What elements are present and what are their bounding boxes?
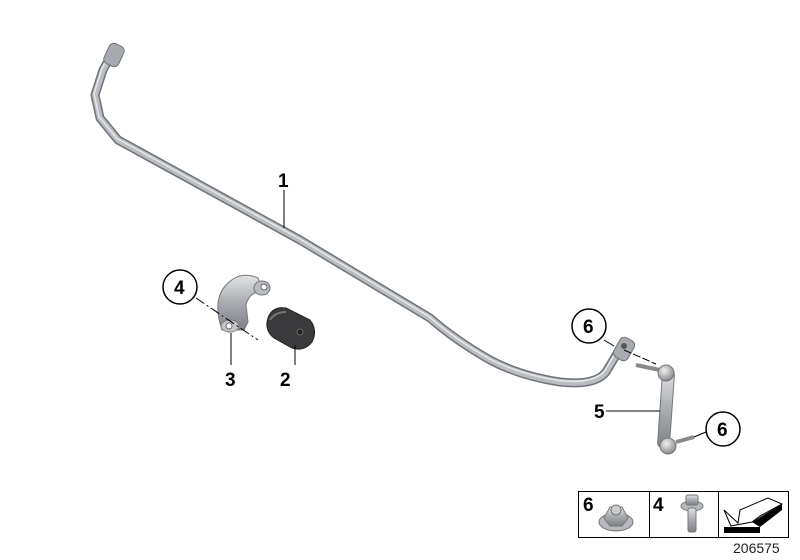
callout-circle-6-lower bbox=[705, 411, 741, 447]
callout-circle-6-upper bbox=[571, 308, 607, 344]
bracket[interactable] bbox=[217, 274, 271, 333]
leader-lines bbox=[195, 190, 707, 438]
arrow-icon bbox=[723, 497, 784, 533]
callout-5: 5 bbox=[594, 402, 605, 423]
parts-box-nut-label: 6 bbox=[583, 495, 594, 516]
callout-3: 3 bbox=[225, 370, 236, 391]
parts-box-bolt-label: 4 bbox=[653, 495, 664, 516]
flange-nut-icon bbox=[598, 504, 634, 532]
callout-6-lower: 6 bbox=[717, 420, 728, 441]
callout-circle-4 bbox=[162, 269, 198, 305]
rubber-bushing[interactable] bbox=[266, 307, 316, 350]
callout-4: 4 bbox=[174, 278, 185, 299]
parts-box: 6 4 bbox=[578, 491, 789, 538]
callout-1: 1 bbox=[278, 171, 289, 192]
stabilizer-link[interactable] bbox=[635, 363, 695, 455]
callout-2: 2 bbox=[280, 370, 291, 391]
diagram-number: 206575 bbox=[733, 540, 780, 556]
callout-6-upper: 6 bbox=[583, 317, 594, 338]
bolt-icon bbox=[680, 494, 704, 533]
stabilizer-bar[interactable] bbox=[90, 42, 636, 388]
